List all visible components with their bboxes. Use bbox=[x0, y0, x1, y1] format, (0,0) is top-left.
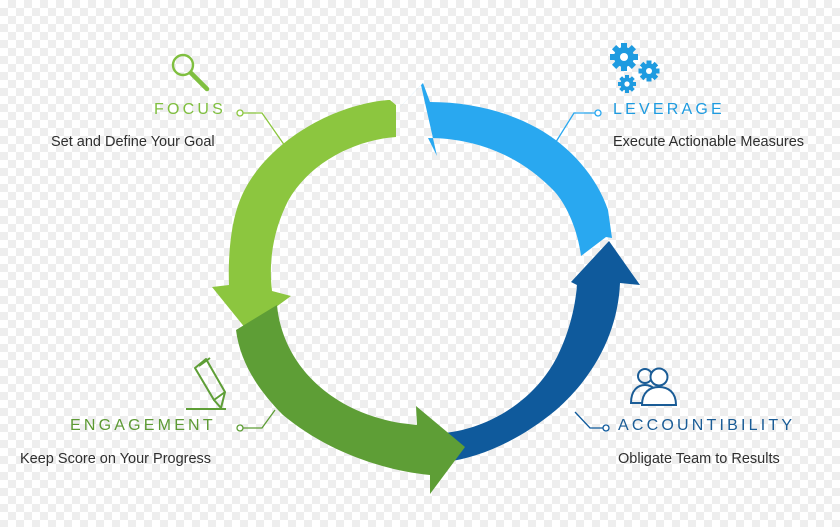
gears-icon bbox=[610, 43, 660, 93]
engagement-cycle-arrow bbox=[236, 305, 465, 494]
focus-title: FOCUS bbox=[154, 101, 226, 118]
pen-icon bbox=[186, 357, 226, 410]
focus-connector bbox=[236, 109, 286, 147]
engagement-title: ENGAGEMENT bbox=[70, 417, 216, 434]
focus-cycle-arrow bbox=[212, 100, 396, 329]
leverage-description: Execute Actionable Measures bbox=[613, 134, 805, 150]
leverage-cycle-arrow bbox=[386, 83, 612, 256]
focus-description: Set and Define Your Goal bbox=[51, 134, 215, 150]
people-icon bbox=[629, 367, 678, 406]
accountability-title: ACCOUNTIBILITY bbox=[618, 417, 796, 434]
accountability-cycle-arrow bbox=[445, 241, 640, 462]
accountability-connector bbox=[574, 411, 610, 432]
accountability-description: Obligate Team to Results bbox=[618, 451, 780, 467]
leverage-title: LEVERAGE bbox=[613, 101, 725, 118]
engagement-connector bbox=[236, 409, 276, 432]
engagement-description: Keep Score on Your Progress bbox=[20, 451, 212, 467]
magnifier-icon bbox=[171, 53, 210, 92]
leverage-connector bbox=[553, 109, 602, 146]
